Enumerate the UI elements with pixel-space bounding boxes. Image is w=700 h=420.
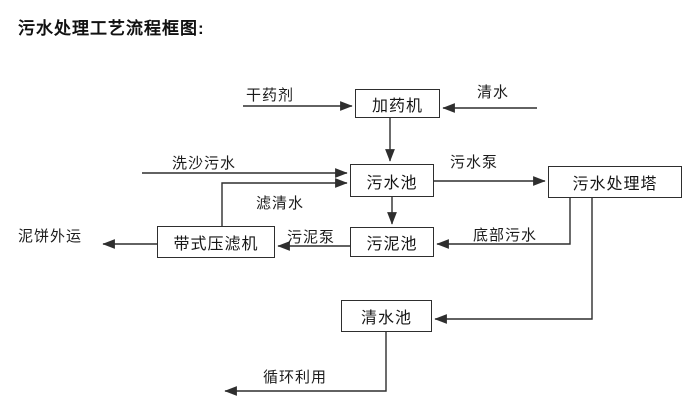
flow-label-dry-chemical: 干药剂 xyxy=(246,87,295,104)
flow-label-sludge-pump: 污泥泵 xyxy=(287,229,336,246)
flow-label-mud-cake-out: 泥饼外运 xyxy=(18,228,83,245)
node-clean-water-pool-label: 清水池 xyxy=(360,310,412,327)
node-sewage-pool-label: 污水池 xyxy=(366,174,418,192)
flow-label-recycling: 循环利用 xyxy=(263,369,328,386)
node-treatment-tower-label: 污水处理塔 xyxy=(572,176,658,193)
arrow-recycling xyxy=(224,332,387,396)
page-title: 污水处理工艺流程框图: xyxy=(18,19,205,38)
arrow-bottom-sewage xyxy=(436,198,571,249)
node-sludge-pool: 污泥池 xyxy=(350,227,434,257)
arrow-tower-to-clean-pool xyxy=(434,198,593,324)
flow-label-clean-water: 清水 xyxy=(477,84,510,101)
node-belt-filter-press: 带式压滤机 xyxy=(157,226,275,258)
flow-label-bottom-sewage: 底部污水 xyxy=(473,227,538,244)
node-dosing-machine: 加药机 xyxy=(355,89,440,118)
node-sludge-pool-label: 污泥池 xyxy=(366,236,418,253)
arrow-filtered-water xyxy=(221,178,348,226)
flow-label-sand-washing-sewage: 洗沙污水 xyxy=(172,155,237,172)
node-treatment-tower: 污水处理塔 xyxy=(548,166,682,198)
node-belt-filter-press-label: 带式压滤机 xyxy=(173,236,259,253)
node-sewage-pool: 污水池 xyxy=(350,164,434,197)
node-clean-water-pool: 清水池 xyxy=(341,300,432,332)
flow-label-sewage-pump: 污水泵 xyxy=(450,154,499,171)
flow-label-filtered-water: 滤清水 xyxy=(256,195,305,212)
node-dosing-machine-label: 加药机 xyxy=(371,97,423,115)
